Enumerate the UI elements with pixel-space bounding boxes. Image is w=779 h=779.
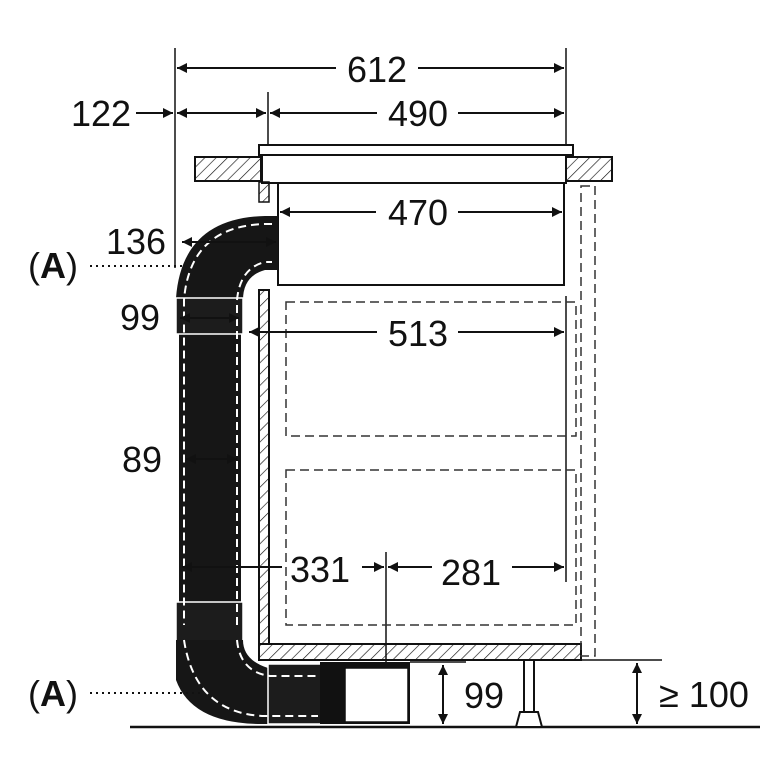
- callout-a-top: (A): [28, 245, 78, 286]
- dim-duct-depth-lower: 89: [122, 439, 162, 480]
- callout-a-top-close: ): [66, 245, 78, 286]
- dim-hob-width: 490: [388, 93, 448, 134]
- callout-a-bottom-open: (: [28, 673, 40, 714]
- dim-plinth-duct-height: 99: [464, 675, 504, 716]
- dim-inner-width: 513: [388, 313, 448, 354]
- plinth-foot: [514, 659, 544, 728]
- callout-a-top-open: (: [28, 245, 40, 286]
- callout-a-bottom-letter: A: [40, 673, 66, 714]
- cabinet-dashed-outlines: [285, 185, 596, 657]
- callout-a-bottom-close: ): [66, 673, 78, 714]
- dim-axis-to-back: 281: [441, 552, 501, 593]
- extension-lines: [174, 48, 567, 662]
- cabinet-bottom: [258, 643, 582, 661]
- dim-duct-to-axis: 331: [290, 549, 350, 590]
- dim-cutout-width: 470: [388, 192, 448, 233]
- dim-offset-left: 122: [71, 93, 131, 134]
- dim-duct-offset: 136: [106, 221, 166, 262]
- dim-duct-depth-upper: 99: [120, 297, 160, 338]
- callout-a-top-letter: A: [40, 245, 66, 286]
- callout-a-bottom: (A): [28, 673, 78, 714]
- dim-plinth-height: ≥ 100: [659, 674, 749, 715]
- dimension-lines: [136, 63, 662, 724]
- dim-overall-width: 612: [347, 49, 407, 90]
